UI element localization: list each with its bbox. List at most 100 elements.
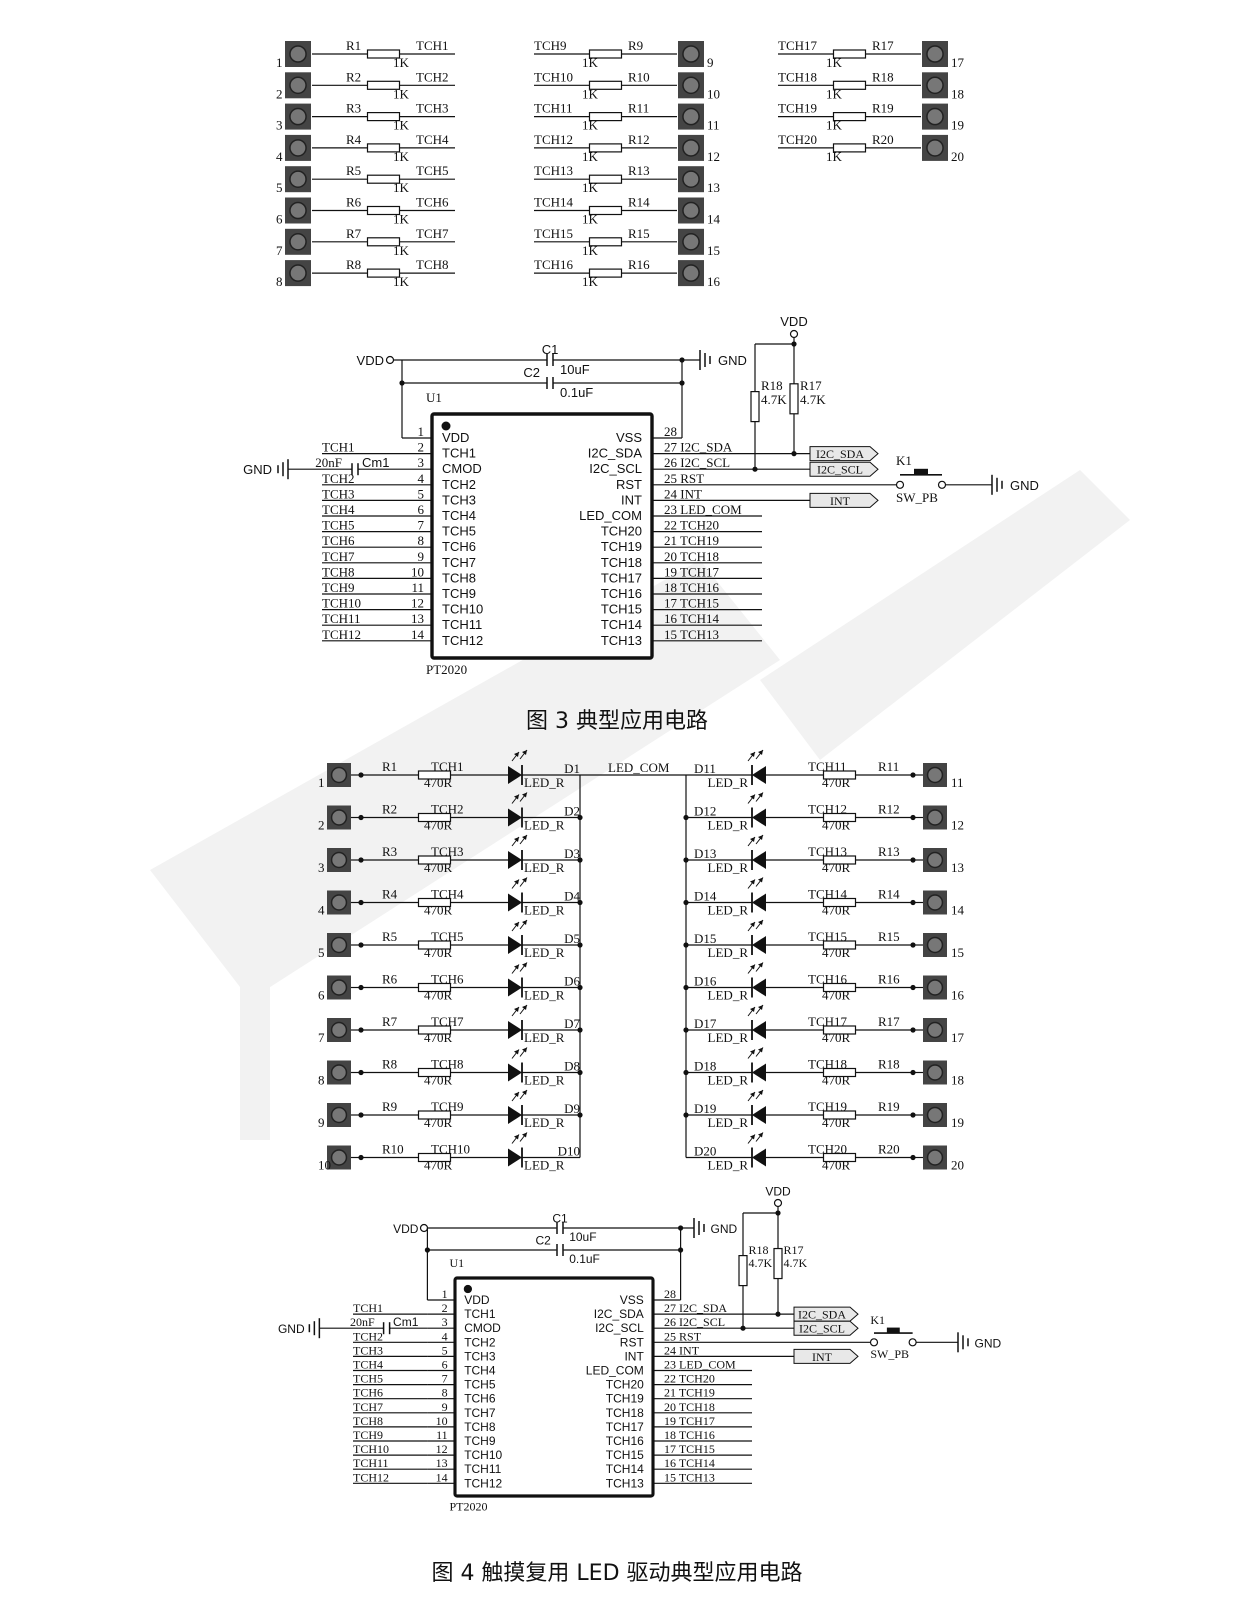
pad-number: 11 [951, 775, 964, 790]
net-label: TCH6 [322, 533, 355, 548]
capacitor-value: 10uF [569, 1230, 596, 1244]
pin-name: VDD [464, 1293, 490, 1307]
junction-dot [683, 1027, 689, 1033]
pin-number: 5 [418, 486, 425, 501]
resistor-value: 1K [393, 180, 410, 195]
net-label: TCH9 [534, 38, 567, 53]
led-ref: D15 [694, 931, 716, 946]
net-port-label: INT [830, 494, 851, 508]
resistor-value: 470R [424, 860, 453, 875]
led-symbol [508, 1021, 522, 1039]
led-net-label: LED_R [524, 1030, 565, 1045]
net-label: TCH19 [778, 101, 817, 116]
junction-dot [740, 1325, 746, 1331]
pin-net-label: 22 TCH20 [664, 1372, 715, 1386]
led-ref: D7 [564, 1016, 580, 1031]
resistor-symbol [366, 111, 401, 122]
resistor-ref: R16 [628, 257, 650, 272]
capacitor-value: 20nF [315, 455, 342, 470]
resistor-symbol [832, 80, 867, 90]
resistor-value: 470R [424, 1073, 453, 1088]
pin-net-label: 16 TCH14 [664, 1456, 715, 1470]
pad-number: 5 [276, 180, 283, 195]
led-arrowhead [522, 962, 527, 968]
pin-number: 3 [442, 1315, 448, 1329]
pad-number: 2 [318, 818, 325, 833]
pad-number: 12 [707, 149, 720, 164]
resistor-symbol [822, 897, 857, 908]
pin-net-label: 17 TCH15 [664, 596, 719, 611]
junction-dot [683, 814, 689, 821]
switch-button [914, 468, 928, 475]
pad-number: 14 [951, 903, 965, 918]
resistor-symbol [832, 143, 867, 153]
net-label: TCH6 [431, 972, 464, 987]
pin-number: 10 [411, 564, 424, 579]
net-label: TCH9 [322, 580, 355, 595]
resistor-value: 1K [582, 212, 599, 227]
junction-dot [424, 1247, 430, 1253]
resistor-ref: R16 [878, 972, 900, 987]
resistor-symbol [822, 855, 857, 865]
pin-name: I2C_SCL [589, 461, 642, 476]
net-label: TCH7 [431, 1014, 464, 1029]
resistor-value: 470R [424, 988, 453, 1003]
resistor-value: 1K [826, 149, 843, 164]
pin-net-label: 24 INT [664, 486, 702, 501]
led-arrowhead [522, 877, 527, 883]
led-arrowhead [758, 750, 763, 755]
touch-pad-center [330, 1064, 348, 1081]
pin-net-label: 18 TCH16 [664, 1428, 715, 1442]
pin-net-label: 20 TCH18 [664, 1400, 715, 1414]
resistor-ref: R17 [784, 1243, 804, 1257]
pin-number: 4 [442, 1329, 448, 1343]
junction-dot [577, 1112, 583, 1118]
led-ref: D14 [694, 889, 717, 904]
led-net-label: LED_R [524, 1158, 565, 1173]
capacitor-ref: C1 [542, 342, 559, 357]
pin-name: TCH10 [442, 602, 483, 617]
resistor-ref: R2 [382, 802, 397, 817]
resistor-ref: R17 [800, 378, 822, 393]
pin-name: TCH20 [601, 524, 642, 539]
resistor-symbol [417, 1110, 452, 1120]
resistor-value: 1K [582, 274, 599, 289]
net-label: TCH8 [431, 1057, 464, 1072]
junction-dot [683, 857, 689, 863]
pad-number: 2 [276, 86, 283, 101]
junction-dot [683, 1112, 689, 1118]
pin-name: LED_COM [586, 1364, 644, 1378]
pin-net-label: 19 TCH17 [664, 1414, 715, 1428]
resistor-symbol [822, 1025, 857, 1035]
net-label: TCH18 [808, 1057, 847, 1072]
resistor-symbol [588, 49, 623, 59]
pad-number: 18 [951, 1073, 964, 1088]
switch-value: SW_PB [896, 490, 938, 505]
terminal-circle [419, 1223, 429, 1233]
pin-number: 12 [411, 596, 424, 611]
terminal-circle [773, 1198, 783, 1208]
terminal-circle [908, 1338, 917, 1347]
gnd-label: GND [1010, 478, 1039, 493]
resistor-value: 470R [424, 1115, 453, 1130]
junction-dot [683, 1069, 689, 1076]
pin-number: 2 [418, 440, 425, 455]
pin-number: 12 [436, 1442, 448, 1456]
resistor-ref: R11 [878, 759, 899, 774]
led-arrowhead [750, 1007, 755, 1012]
led-ref: D1 [564, 761, 580, 776]
led-arrowhead [514, 879, 519, 885]
led-symbol [508, 1106, 522, 1124]
resistor-symbol [366, 237, 401, 247]
resistor-ref: R5 [382, 929, 397, 944]
led-symbol [752, 1106, 766, 1124]
net-port-label: I2C_SCL [799, 1322, 845, 1336]
junction-dot [775, 1311, 781, 1317]
touch-pad-center [289, 201, 307, 220]
led-ref: D5 [564, 931, 580, 946]
junction-dot [678, 1247, 684, 1253]
chip-pin1-marker [441, 421, 451, 431]
pin-net-label: 26 I2C_SCL [664, 1315, 725, 1329]
resistor-value: 1K [393, 274, 410, 289]
net-label: TCH10 [322, 596, 361, 611]
